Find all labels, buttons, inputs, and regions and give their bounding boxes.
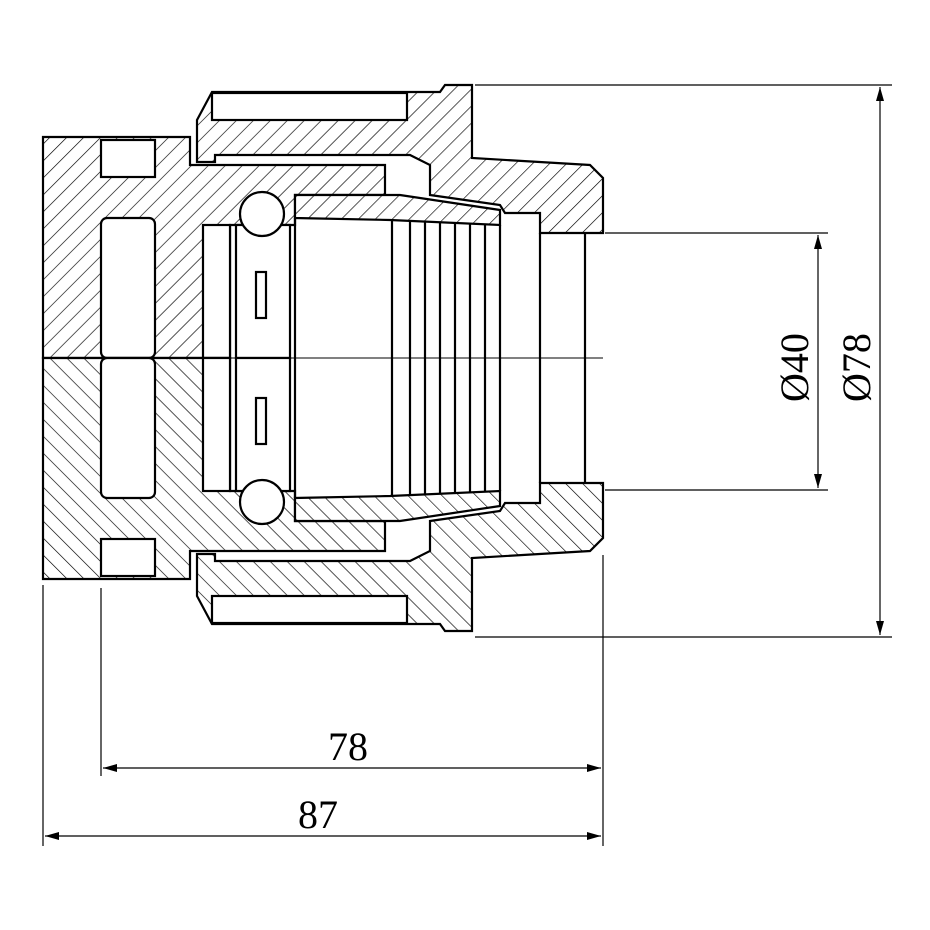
collet-section	[293, 193, 502, 227]
slot-small	[99, 138, 157, 179]
slot-large	[99, 216, 157, 360]
dim-length-inner: 78	[328, 724, 368, 769]
nut-section	[195, 83, 605, 235]
dim-inner-diameter: Ø40	[772, 333, 817, 402]
nut-gap	[210, 91, 409, 122]
ring-slot	[254, 270, 268, 320]
dim-length-total: 87	[298, 792, 338, 837]
dimension-lines	[42, 84, 892, 846]
section-top-half	[41, 83, 605, 360]
ring	[201, 223, 232, 360]
dim-outer-diameter: Ø78	[834, 333, 879, 402]
ball	[238, 190, 286, 238]
